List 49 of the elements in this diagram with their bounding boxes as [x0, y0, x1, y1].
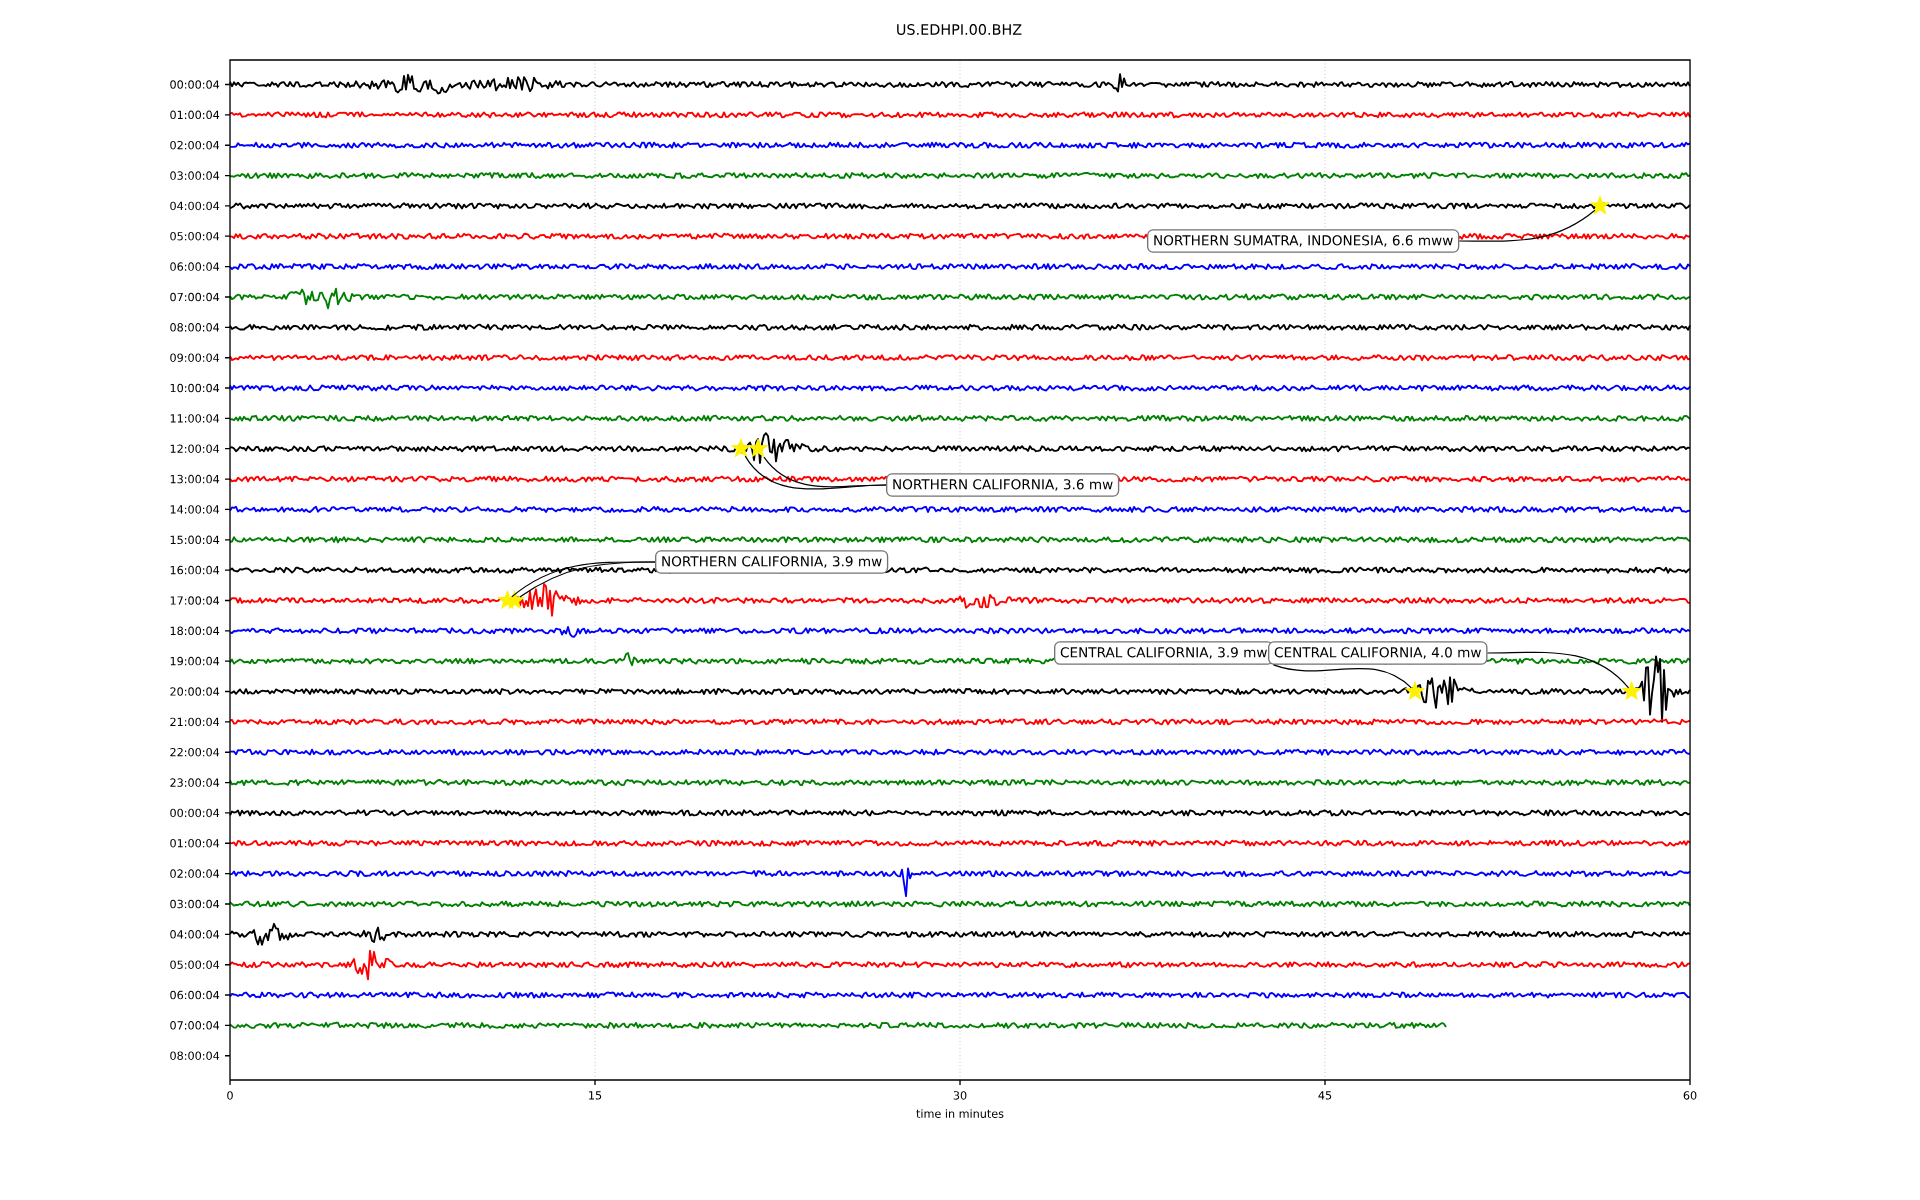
- axis-tick-label: 05:00:04: [170, 960, 220, 969]
- annotation-label: CENTRAL CALIFORNIA, 3.9 mw: [1054, 641, 1274, 665]
- axis-tick-label: 02:00:04: [170, 869, 220, 878]
- axis-tick-label: 16:00:04: [170, 565, 220, 575]
- axis-tick-label: 08:00:04: [170, 323, 220, 332]
- axis-title: time in minutes: [916, 1109, 1004, 1118]
- axis-tick-label: 05:00:04: [170, 231, 220, 241]
- axis-tick-label: 22:00:04: [170, 747, 220, 757]
- axis-tick-label: 00:00:04: [170, 80, 220, 89]
- axis-tick-label: 10:00:04: [170, 383, 220, 393]
- axis-tick-label: 20:00:04: [170, 687, 220, 696]
- axis-tick-label: 18:00:04: [170, 626, 220, 636]
- axis-tick-label: 08:00:04: [170, 1051, 220, 1060]
- plot-title: US.EDHPI.00.BHZ: [897, 24, 1022, 35]
- annotation-label: NORTHERN CALIFORNIA, 3.6 mw: [886, 473, 1120, 497]
- axis-tick-label: 45: [1318, 1091, 1332, 1100]
- axis-tick-label: 14:00:04: [170, 505, 220, 514]
- annotation-label: NORTHERN CALIFORNIA, 3.9 mw: [655, 550, 889, 574]
- axis-tick-label: 04:00:04: [170, 930, 220, 939]
- axis-tick-label: 01:00:04: [170, 838, 220, 848]
- axis-tick-label: 60: [1683, 1091, 1697, 1100]
- leader-line: [1486, 651, 1630, 689]
- axis-tick-label: 11:00:04: [170, 414, 220, 423]
- leader-line: [763, 456, 887, 488]
- axis-tick-label: 30: [953, 1091, 967, 1100]
- annotation-label: CENTRAL CALIFORNIA, 4.0 mw: [1268, 641, 1488, 665]
- axis-tick-label: 06:00:04: [170, 990, 220, 1000]
- axis-tick-label: 04:00:04: [170, 201, 220, 211]
- axis-tick-label: 09:00:04: [170, 353, 220, 362]
- axis-tick-label: 07:00:04: [170, 292, 220, 302]
- axis-tick-label: 17:00:04: [170, 596, 220, 605]
- axis-tick-label: 21:00:04: [170, 717, 220, 727]
- axis-tick-label: 15:00:04: [170, 535, 220, 545]
- axis-tick-label: 07:00:04: [170, 1021, 220, 1030]
- leader-line: [1458, 209, 1596, 242]
- axis-tick-label: 13:00:04: [170, 474, 220, 484]
- annotation-label: NORTHERN SUMATRA, INDONESIA, 6.6 mww: [1147, 229, 1460, 253]
- axis-tick-label: 15: [589, 1091, 602, 1100]
- axis-tick-label: 00:00:04: [170, 808, 220, 818]
- axis-tick-label: 06:00:04: [170, 262, 220, 271]
- axis-tick-label: 0: [227, 1091, 233, 1100]
- axis-tick-label: 02:00:04: [170, 140, 220, 150]
- axis-tick-label: 03:00:04: [170, 171, 220, 180]
- axis-tick-label: 23:00:04: [170, 778, 220, 787]
- axis-tick-label: 12:00:04: [170, 444, 220, 453]
- axis-tick-label: 01:00:04: [170, 110, 220, 120]
- axis-tick-label: 03:00:04: [170, 899, 220, 909]
- leader-line: [1272, 664, 1412, 689]
- axis-tick-label: 19:00:04: [170, 656, 220, 666]
